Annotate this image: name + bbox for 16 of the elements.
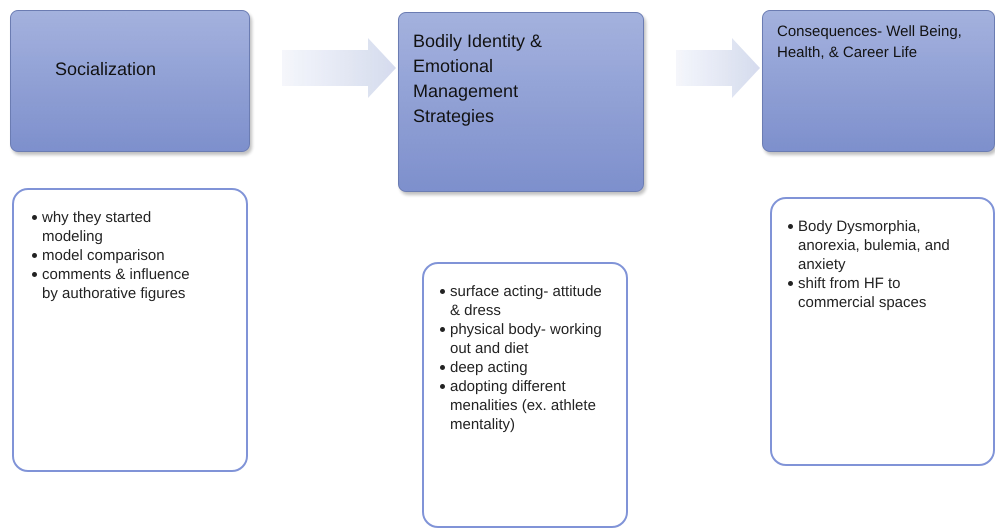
stage-title: Consequences- Well Being, Health, & Career Life (777, 22, 963, 63)
stage-title: Bodily Identity & Emotional Management Strategies (413, 30, 544, 128)
notes-box (12, 188, 248, 472)
block-arrow (282, 38, 396, 98)
list-item: model comparison (42, 247, 165, 264)
stage-title: Socialization (55, 58, 158, 81)
notes-box (770, 197, 995, 466)
stage-box (762, 10, 995, 152)
stage-box (10, 10, 250, 152)
notes-box (422, 262, 628, 528)
list-item: adopting different menalities (ex. athlete mentality) (450, 378, 596, 433)
block-arrow (676, 38, 760, 98)
stage-box (398, 12, 644, 192)
list-item: comments & influence by authorative figures (42, 266, 190, 302)
list-item: deep acting (450, 359, 528, 376)
list-item: shift from HF to commercial spaces (798, 275, 926, 311)
